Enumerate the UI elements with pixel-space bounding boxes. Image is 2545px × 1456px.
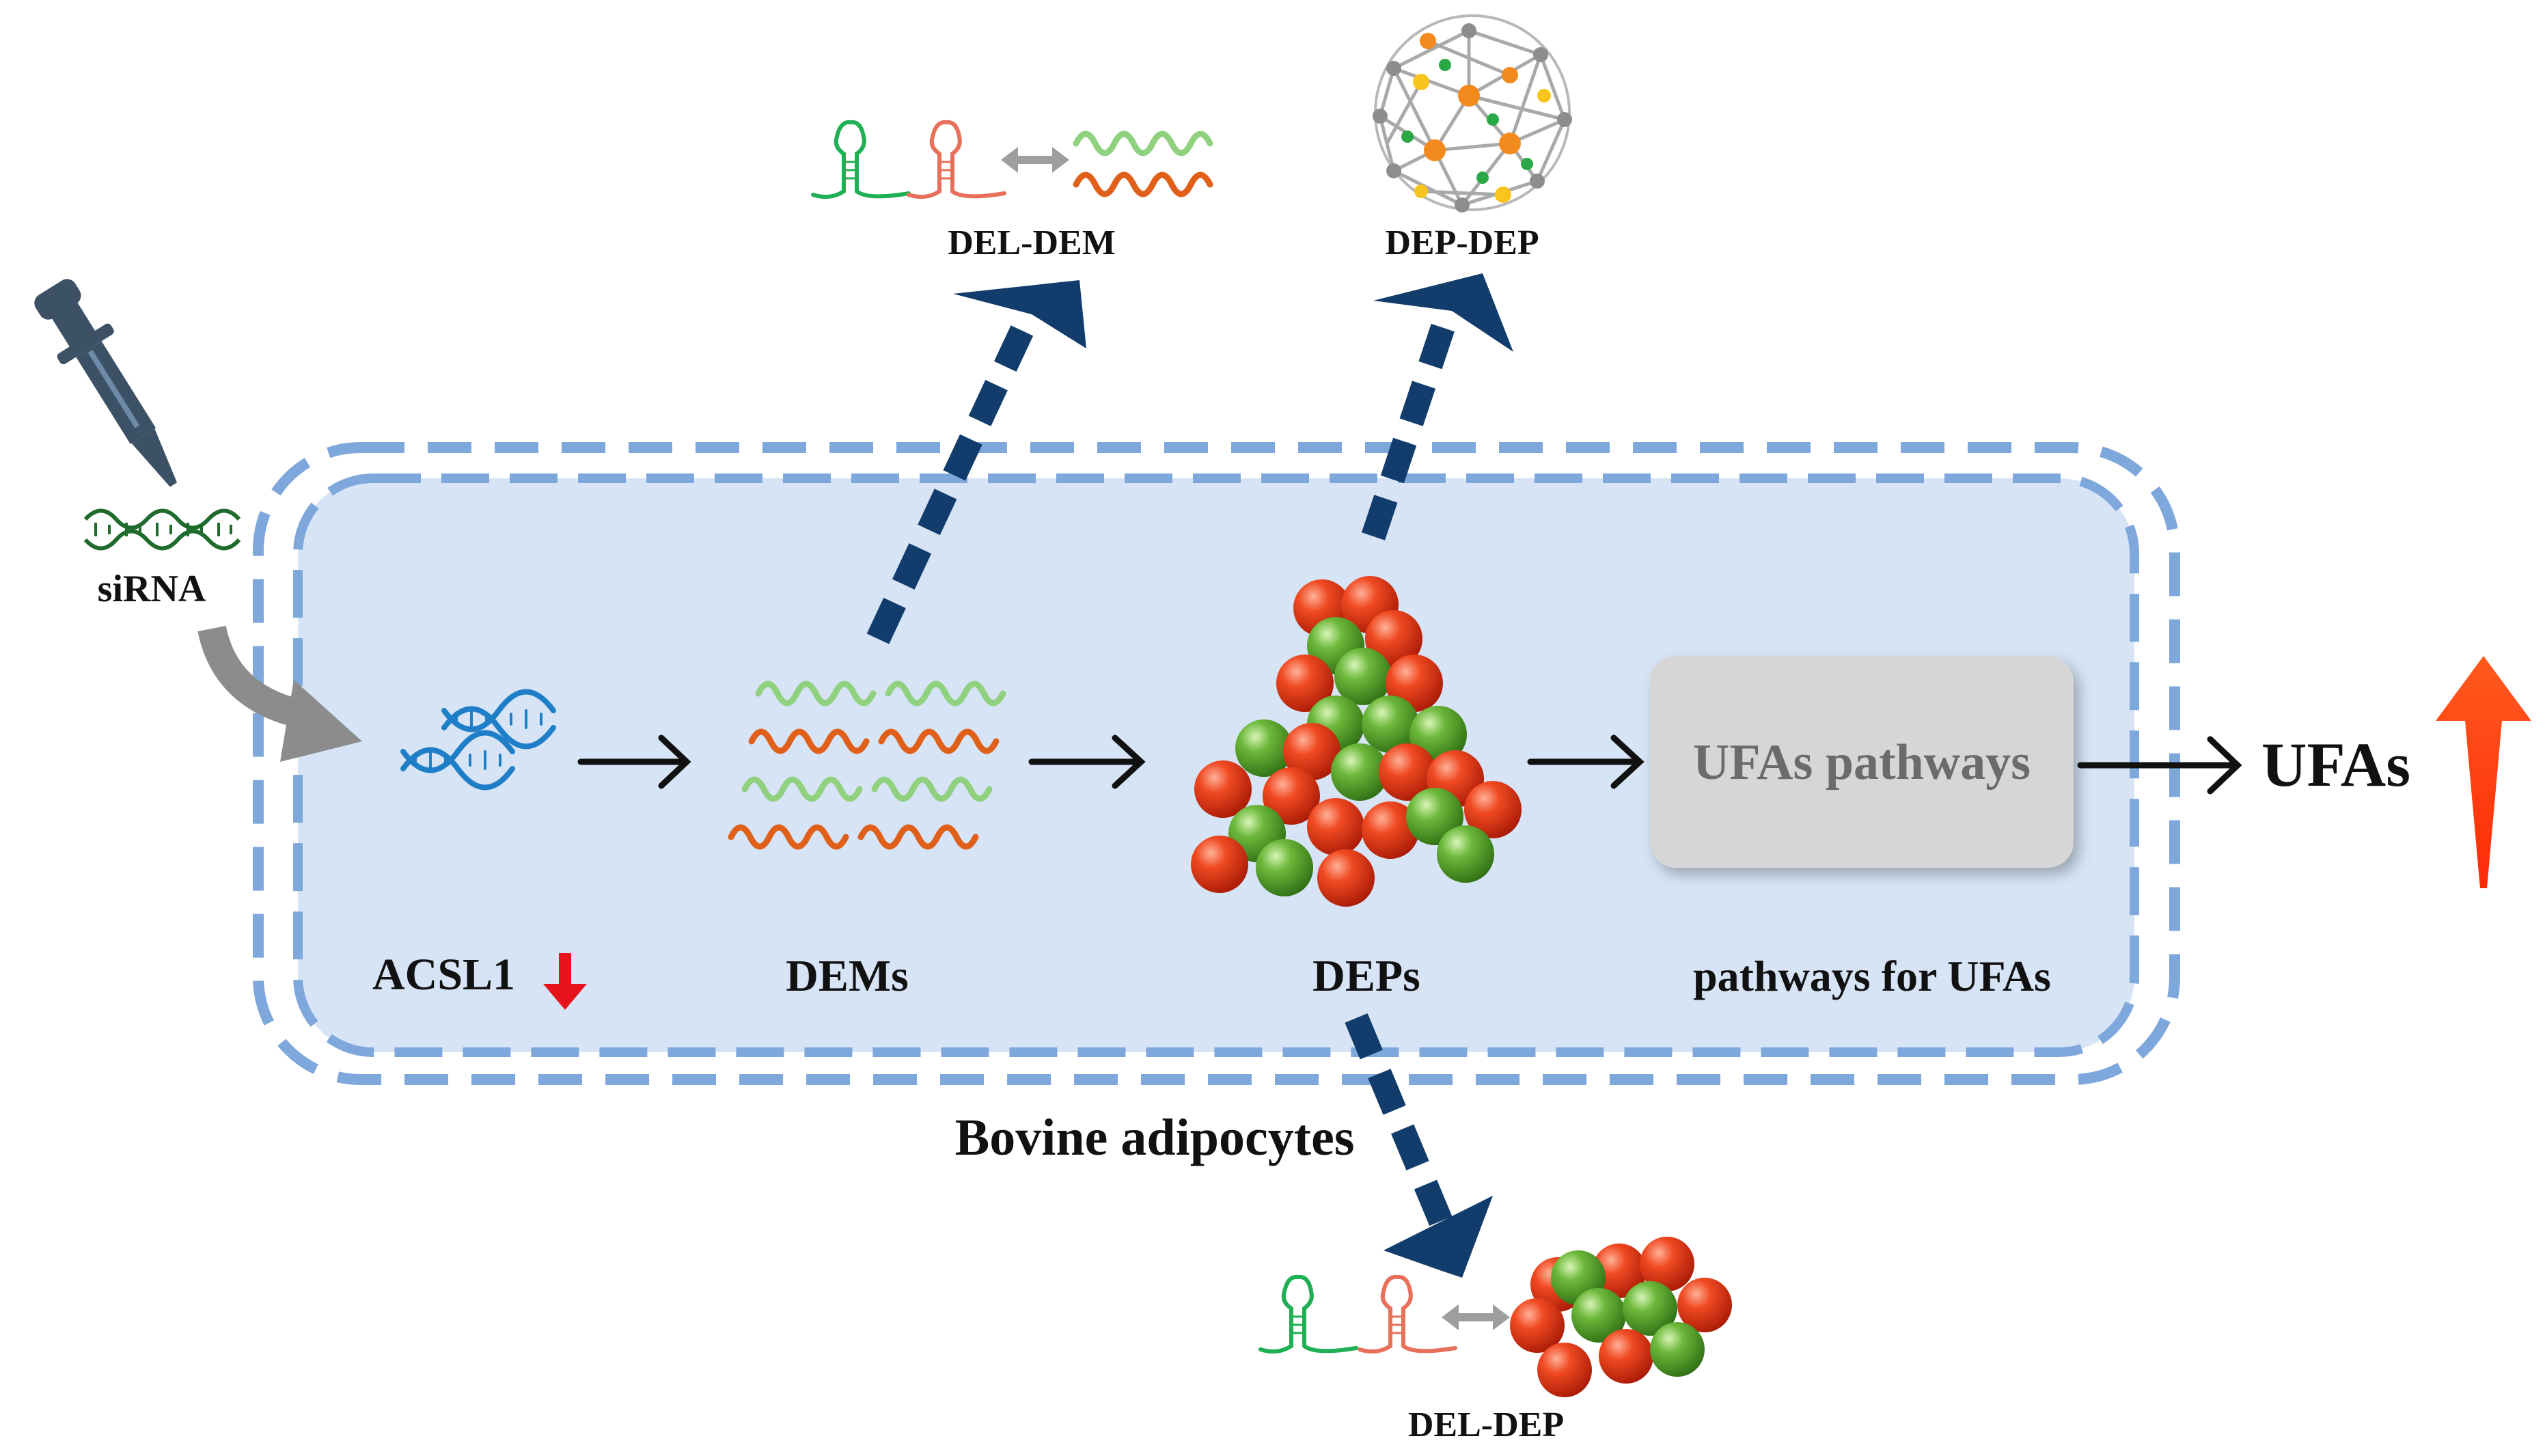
- dep-dep-label: DEP-DEP: [1385, 223, 1539, 262]
- del-dep-label: DEL-DEP: [1408, 1405, 1564, 1444]
- ufas-label: UFAs: [2261, 730, 2410, 799]
- dems-label: DEMs: [786, 951, 909, 1001]
- up-arrow-icon: [2436, 656, 2531, 888]
- protein-cluster-icon: [1191, 576, 1522, 907]
- bovine-adipocytes-label: Bovine adipocytes: [955, 1109, 1355, 1166]
- flow-arrow-3: [1527, 734, 1645, 789]
- del-dem-label: DEL-DEM: [948, 223, 1116, 262]
- flow-arrow-4: [2077, 736, 2242, 795]
- sirna-entry-arrow: [197, 625, 362, 762]
- del-dem-icon: [813, 122, 1213, 197]
- dna-icon: [400, 689, 556, 791]
- sirna-label: siRNA: [98, 568, 206, 610]
- flow-arrow-2: [1028, 734, 1146, 789]
- mrna-waves-icon: [728, 681, 1006, 850]
- network-icon: [1373, 14, 1572, 212]
- sirna-icon: [83, 508, 241, 551]
- pathways-for-ufas-label: pathways for UFAs: [1693, 952, 2051, 1000]
- dotted-arrow-del-dem: [866, 280, 1086, 644]
- flow-arrow-1: [577, 734, 691, 789]
- ufas-pathways-box: UFAs pathways: [1650, 656, 2074, 868]
- del-dep-icon: [1261, 1237, 1732, 1397]
- acsl1-label: ACSL1: [372, 950, 515, 1000]
- down-arrow-icon: [543, 953, 587, 1010]
- dotted-arrow-del-dep: [1345, 1013, 1493, 1278]
- ufas-pathways-label: UFAs pathways: [1693, 734, 2031, 791]
- deps-label: DEPs: [1312, 951, 1420, 1001]
- dotted-arrow-dep-dep: [1361, 273, 1513, 540]
- pipette-icon: [34, 279, 178, 487]
